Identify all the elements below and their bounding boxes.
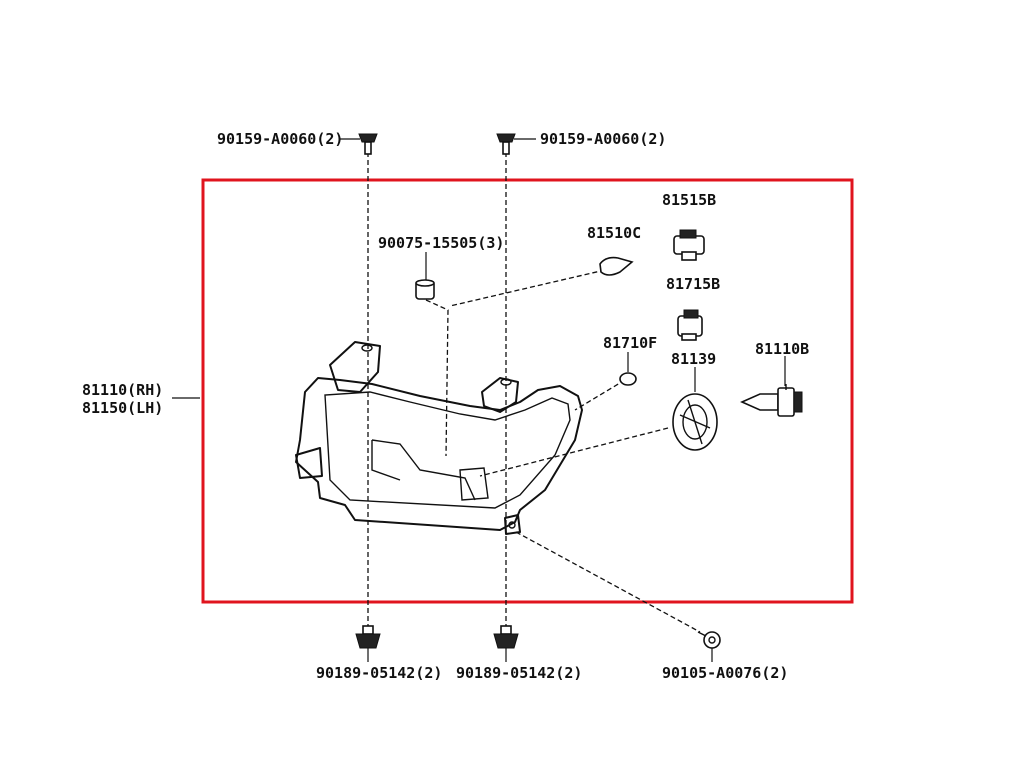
- label-cap: 81510C: [587, 224, 641, 242]
- label-clip-bottom-left: 90189-05142(2): [316, 664, 442, 682]
- guide-lines: [367, 152, 701, 633]
- clip-bottom-mid: [493, 625, 519, 649]
- label-socket-upper: 81515B: [662, 191, 716, 209]
- label-headlamp-rh: 81110(RH): [82, 381, 163, 399]
- leader-lines: [172, 138, 786, 662]
- bolt-top-left: [358, 133, 378, 155]
- clip-bottom-left: [355, 625, 381, 649]
- label-cap-small: 81710F: [603, 334, 657, 352]
- cap-small: [619, 372, 637, 386]
- assembly-frame: [201, 178, 854, 604]
- bulb: [740, 384, 803, 417]
- label-socket-lower: 81715B: [666, 275, 720, 293]
- headlamp-body: [295, 341, 583, 535]
- socket-lower: [677, 309, 703, 341]
- label-bulb: 81110B: [755, 340, 809, 358]
- screw-bottom-right: [697, 631, 721, 649]
- socket-upper: [673, 229, 705, 261]
- label-bolt-top-left: 90159-A0060(2): [217, 130, 343, 148]
- bolt-top-right: [496, 133, 516, 155]
- bulb-cover: [672, 393, 718, 451]
- spacer: [415, 279, 435, 300]
- label-headlamp-lh: 81150(LH): [82, 399, 163, 417]
- label-clip-bottom-mid: 90189-05142(2): [456, 664, 582, 682]
- label-screw-bottom-right: 90105-A0076(2): [662, 664, 788, 682]
- label-spacer: 90075-15505(3): [378, 234, 504, 252]
- label-bulb-cover: 81139: [671, 350, 716, 368]
- label-bolt-top-right: 90159-A0060(2): [540, 130, 666, 148]
- cap: [599, 256, 634, 276]
